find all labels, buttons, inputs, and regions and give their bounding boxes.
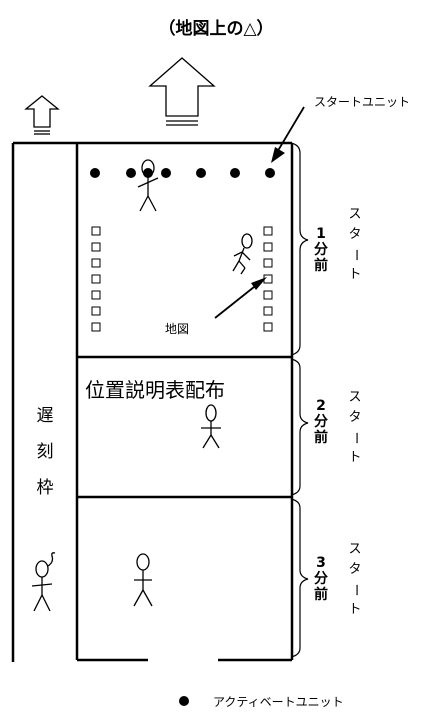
map-pointer (214, 277, 267, 319)
runner-figure-zone1 (137, 159, 159, 212)
start-unit-dot (126, 168, 136, 178)
start-char: タ (348, 227, 362, 242)
start-char: ト (348, 267, 362, 282)
minutes-char: 前 (314, 258, 328, 274)
crouching-figure-zone1 (232, 233, 253, 275)
staff-figure-zone2 (201, 404, 221, 449)
start-char: ス (348, 390, 362, 405)
start-unit-dot (196, 168, 206, 178)
runner-figure-zone3 (133, 553, 153, 607)
legend-dot (179, 696, 189, 706)
zone-braces (290, 142, 309, 658)
minutes-char: 分 (314, 242, 328, 258)
start-char: ス (348, 207, 362, 222)
map-label: 地図 (165, 322, 190, 336)
start-unit-label: スタートユニット (314, 95, 411, 109)
minutes-digit: 2 (316, 398, 326, 414)
start-unit-dot (90, 168, 100, 178)
minutes-digit: 3 (316, 555, 326, 571)
late-runner-figure (31, 552, 56, 612)
start-char: ト (348, 602, 362, 617)
start-char: ト (348, 450, 362, 465)
small-up-arrow (24, 95, 60, 135)
start-char: ー (348, 431, 363, 445)
diagram-title: （地図上の△） (158, 19, 274, 39)
start-char: タ (348, 562, 362, 577)
zone-3-start-text: ス タ ー ト (347, 540, 363, 620)
position-card-label: 位置説明表配布 (85, 378, 225, 402)
map-boxes-right (263, 226, 273, 332)
zone-2-start-text: ス タ ー ト (347, 388, 363, 468)
start-char: ー (348, 248, 363, 262)
zone-3-minutes: 3 分 前 (312, 555, 330, 603)
brace-zone3 (290, 498, 309, 658)
late-frame-char: 遅 (36, 406, 54, 426)
map-boxes-left (91, 226, 101, 332)
late-frame-label: 遅 刻 枠 (34, 398, 56, 506)
big-up-arrow (148, 57, 216, 126)
minutes-digit: 1 (316, 226, 326, 242)
start-char: タ (348, 410, 362, 425)
start-units (90, 168, 275, 178)
minutes-char: 前 (314, 430, 328, 446)
zone-1-start-text: ス タ ー ト (347, 205, 363, 285)
start-unit-pointer (271, 106, 305, 163)
zone-1-minutes: 1 分 前 (312, 226, 330, 274)
late-frame-char: 刻 (36, 442, 54, 462)
start-unit-dot (265, 168, 275, 178)
brace-zone2 (290, 358, 309, 496)
legend-label: アクティベートユニット (213, 695, 344, 709)
start-char: ス (348, 542, 362, 557)
late-frame-char: 枠 (36, 478, 54, 498)
zone-2-minutes: 2 分 前 (312, 398, 330, 446)
minutes-char: 前 (314, 587, 328, 603)
minutes-char: 分 (314, 414, 328, 430)
start-char: ー (348, 583, 363, 597)
start-unit-dot (161, 168, 171, 178)
start-unit-dot (230, 168, 240, 178)
minutes-char: 分 (314, 571, 328, 587)
brace-zone1 (290, 142, 309, 356)
